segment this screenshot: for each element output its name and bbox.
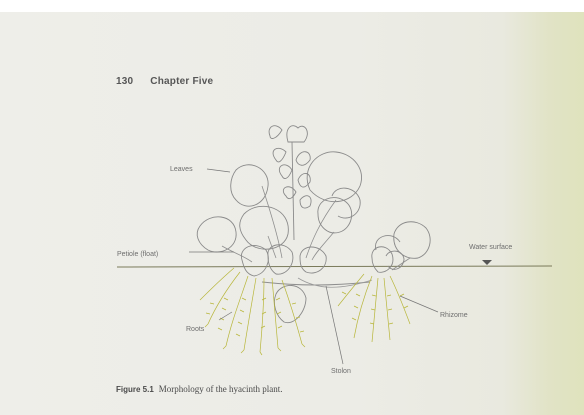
petiole-floats — [241, 245, 404, 276]
water-surface-line — [117, 266, 552, 267]
label-water-surface: Water surface — [469, 244, 512, 251]
label-leaves: Leaves — [170, 166, 193, 173]
roots-left — [200, 268, 305, 355]
water-level-marker — [482, 260, 492, 265]
flower-spike — [269, 126, 311, 240]
leaf-blades — [197, 152, 430, 258]
label-stolon: Stolon — [331, 368, 351, 375]
caption-text: Morphology of the hyacinth plant. — [159, 384, 283, 394]
label-rhizome: Rhizome — [440, 312, 468, 319]
label-petiole: Petiole (float) — [117, 251, 158, 258]
figure-caption: Figure 5.1 Morphology of the hyacinth pla… — [116, 384, 283, 394]
label-roots: Roots — [186, 326, 205, 333]
caption-figure-number: Figure 5.1 — [116, 385, 154, 394]
leaf-stems — [222, 186, 410, 270]
